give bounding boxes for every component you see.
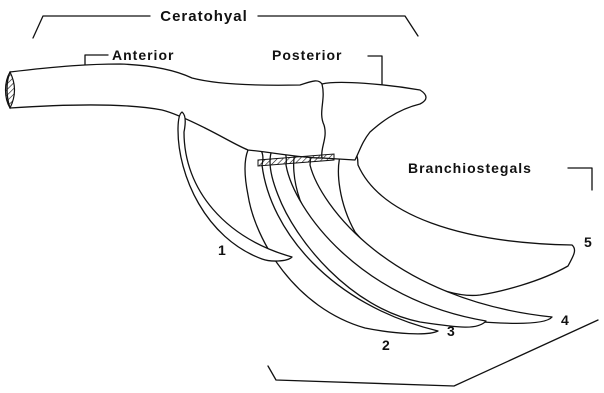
- ray-3-label: 3: [447, 323, 455, 339]
- ceratohyal-bone: [7, 64, 426, 160]
- ceratohyal-label: Ceratohyal: [160, 8, 248, 25]
- anterior-label: Anterior: [112, 47, 174, 63]
- ray-4-label: 4: [561, 312, 569, 328]
- branchiostegals-label: Branchiostegals: [408, 160, 532, 176]
- posterior-label: Posterior: [272, 47, 342, 63]
- ray-2-label: 2: [382, 337, 390, 353]
- branchiostegals-leader: [568, 168, 592, 190]
- ray-1-label: 1: [218, 242, 226, 258]
- ray-5-label: 5: [584, 234, 592, 250]
